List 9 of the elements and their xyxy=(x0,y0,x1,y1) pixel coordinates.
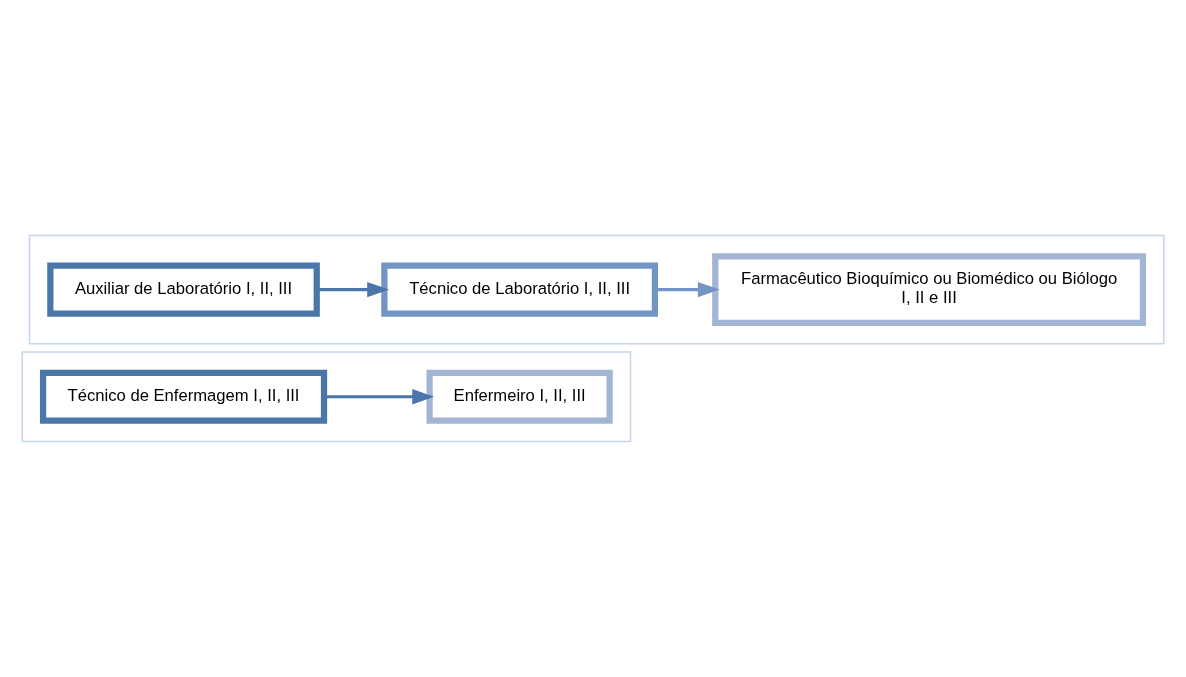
arrow xyxy=(317,281,390,298)
cluster xyxy=(28,234,1165,345)
node-box: Farmacêutico Bioquímico ou Biomédico ou Biólogo I, II e III xyxy=(712,253,1147,326)
arrow xyxy=(324,389,435,405)
node-box: Técnico de Laboratório I, II, III xyxy=(381,262,659,317)
node-box: Técnico de Enfermagem I, II, III xyxy=(39,369,328,424)
cluster xyxy=(21,351,632,443)
node-box: Auxiliar de Laboratório I, II, III xyxy=(47,262,320,317)
node-box: Enfermeiro I, II, III xyxy=(426,369,613,424)
